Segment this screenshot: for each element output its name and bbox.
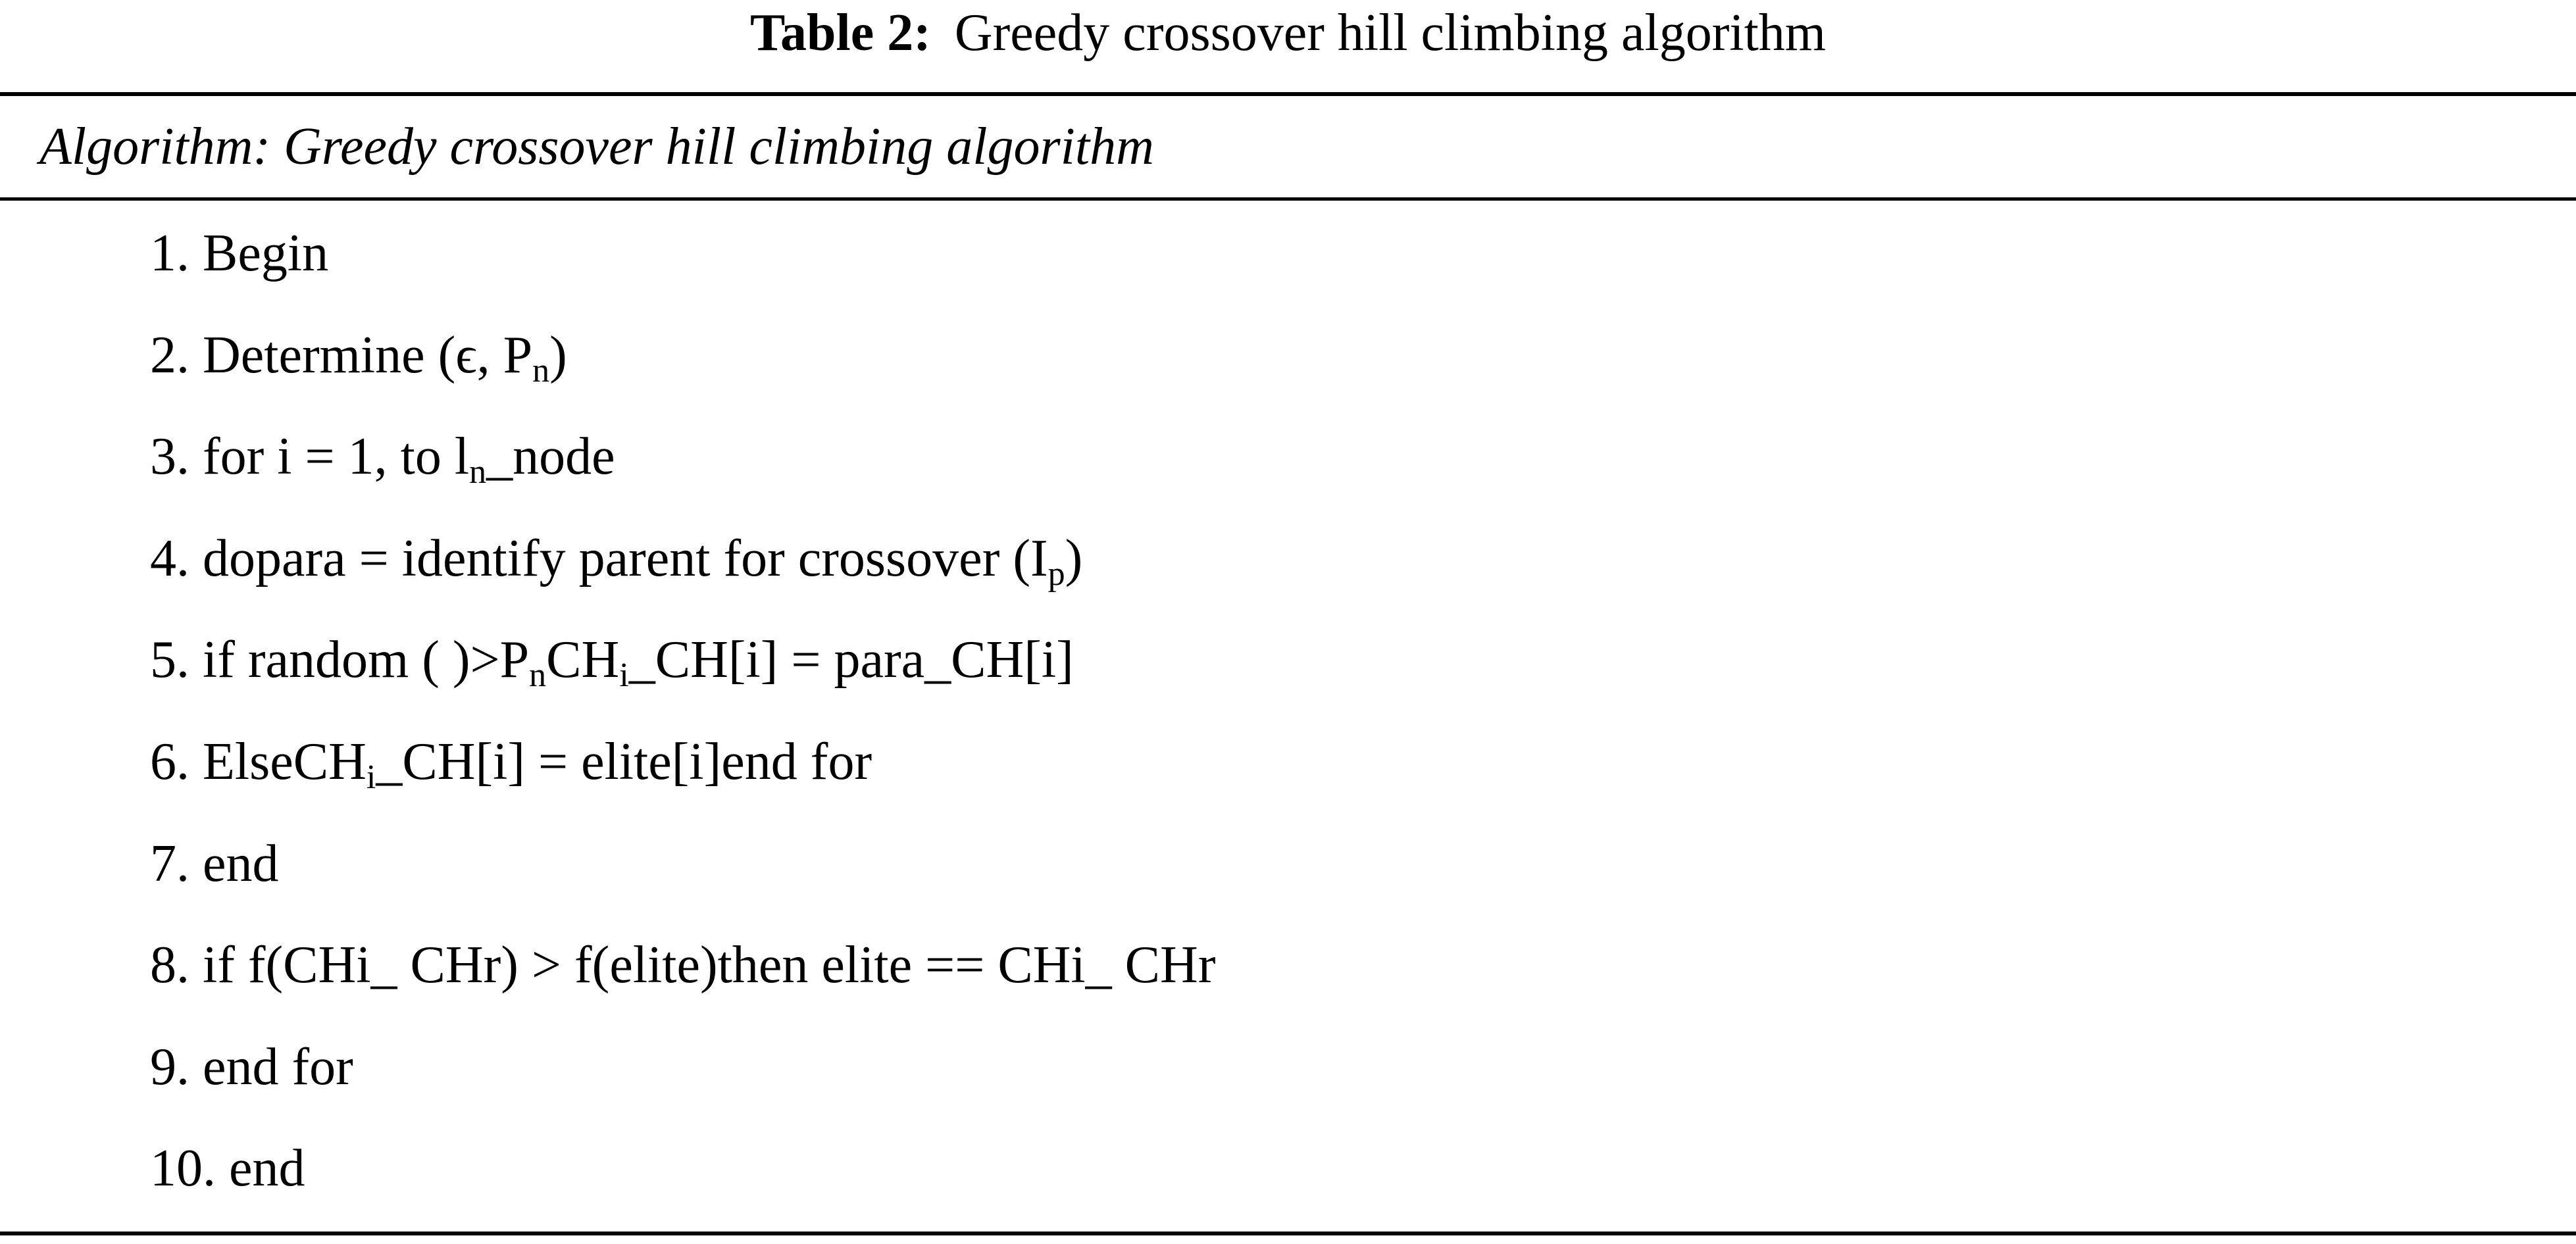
step-text: for i = 1, to ln_node	[203, 428, 615, 491]
step-number: 2.	[150, 326, 203, 384]
algorithm-header: Algorithm: Greedy crossover hill climbin…	[39, 117, 1154, 176]
subscript: p	[1048, 555, 1065, 593]
step-number: 9.	[150, 1037, 203, 1096]
algorithm-step: 4. dopara = identify parent for crossove…	[150, 522, 1082, 595]
subscript: n	[469, 453, 487, 491]
algorithm-step: 7. end	[150, 828, 279, 900]
header-rule	[0, 197, 2576, 201]
step-text: ElseCHi_CH[i] = elite[i]end for	[203, 733, 872, 796]
step-text: Determine (ϵ, Pn)	[203, 326, 567, 389]
top-rule	[0, 92, 2576, 96]
algorithm-step: 6. ElseCHi_CH[i] = elite[i]end for	[150, 726, 872, 798]
step-text: Begin	[203, 224, 329, 282]
step-text: end	[203, 834, 279, 893]
algorithm-step: 2. Determine (ϵ, Pn)	[150, 319, 567, 391]
step-text: if f(CHi_ CHr) > f(elite)then elite == C…	[203, 936, 1216, 995]
subscript: n	[529, 657, 547, 695]
table-caption-label: Table 2:	[749, 4, 931, 62]
table-caption: Table 2: Greedy crossover hill climbing …	[0, 0, 2576, 66]
step-text: dopara = identify parent for crossover (…	[203, 529, 1083, 593]
algorithm-step: 10. end	[150, 1132, 305, 1205]
step-number: 3.	[150, 428, 203, 486]
step-number: 5.	[150, 631, 203, 689]
bottom-rule	[0, 1232, 2576, 1235]
algorithm-step: 8. if f(CHi_ CHr) > f(elite)then elite =…	[150, 929, 1215, 1001]
algorithm-step: 9. end for	[150, 1031, 353, 1103]
subscript: i	[366, 759, 376, 796]
step-number: 4.	[150, 529, 203, 587]
step-text: end	[229, 1139, 305, 1198]
step-number: 1.	[150, 224, 203, 282]
step-number: 8.	[150, 936, 203, 995]
subscript: n	[532, 351, 550, 389]
table-caption-title: Greedy crossover hill climbing algorithm	[954, 4, 1827, 62]
step-text: if random ( )>PnCHi_CH[i] = para_CH[i]	[203, 631, 1074, 695]
subscript: i	[619, 657, 629, 695]
step-number: 10.	[150, 1139, 229, 1198]
step-number: 6.	[150, 733, 203, 791]
step-text: end for	[203, 1037, 353, 1096]
step-number: 7.	[150, 834, 203, 893]
algorithm-step: 5. if random ( )>PnCHi_CH[i] = para_CH[i…	[150, 624, 1074, 696]
algorithm-step: 1. Begin	[150, 217, 328, 289]
algorithm-step: 3. for i = 1, to ln_node	[150, 420, 615, 493]
